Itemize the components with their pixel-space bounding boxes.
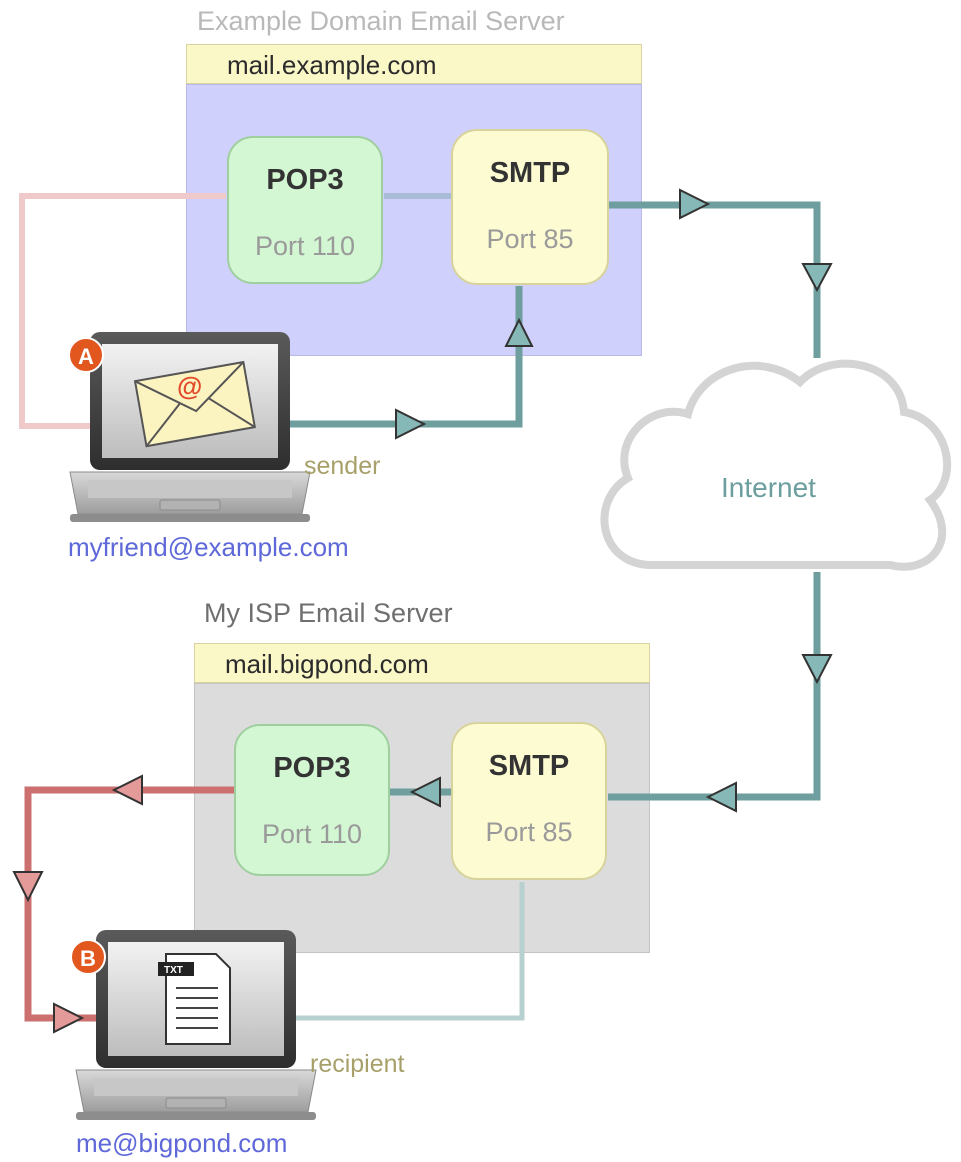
internet-label: Internet (721, 472, 816, 503)
sender-role-label: sender (304, 452, 381, 480)
smtp-recipient-pale-line (296, 882, 525, 1021)
envelope-icon (133, 360, 256, 448)
recipient-pop3-port: Port 110 (261, 819, 363, 849)
arrow-right-icon (395, 408, 427, 440)
sender-pop3-line (19, 193, 226, 429)
sender-pop3-label: POP3 (266, 164, 344, 196)
arrow-down-icon (12, 871, 44, 903)
recipient-pop3-label: POP3 (273, 752, 351, 784)
recipient-server-title: My ISP Email Server (204, 598, 453, 628)
recipient-role-label: recipient (310, 1050, 405, 1078)
arrow-left-icon (705, 781, 737, 813)
sender-server-title: Example Domain Email Server (197, 6, 565, 36)
sender-badge-icon: A (68, 337, 104, 373)
recipient-smtp-port: Port 85 (485, 817, 573, 847)
recipient-server-host: mail.bigpond.com (194, 643, 650, 683)
cloud-icon (600, 359, 951, 571)
document-icon (158, 953, 231, 1045)
recipient-badge-icon: B (70, 939, 106, 975)
sender-smtp-box: SMTP Port 85 (451, 129, 609, 285)
recipient-badge-letter: B (80, 946, 96, 971)
smtp-to-internet-line (608, 201, 821, 358)
sender-to-smtp-line (288, 286, 523, 428)
sender-smtp-port: Port 85 (486, 224, 574, 254)
arrow-right-icon (679, 188, 711, 220)
recipient-smtp-box: SMTP Port 85 (451, 722, 607, 880)
recipient-laptop-icon: TXT (75, 930, 317, 1120)
recipient-email: me@bigpond.com (76, 1128, 288, 1158)
sender-email: myfriend@example.com (68, 532, 349, 562)
arrow-left-icon (111, 774, 143, 806)
internet-to-smtp-line (608, 572, 821, 801)
arrow-left-icon (409, 776, 441, 808)
arrow-down-icon (801, 654, 833, 685)
sender-server-host: mail.example.com (186, 44, 642, 84)
sender-smtp-label: SMTP (489, 157, 571, 189)
arrow-right-icon (53, 1002, 85, 1034)
arrow-down-icon (801, 263, 833, 293)
recipient-smtp-label: SMTP (488, 750, 570, 782)
sender-laptop-icon: @ (69, 332, 311, 522)
recipient-pop3-box: POP3 Port 110 (234, 724, 390, 876)
sender-pop3-box: POP3 Port 110 (227, 136, 383, 284)
sender-badge-letter: A (78, 344, 94, 369)
sender-pop3-port: Port 110 (254, 231, 356, 261)
arrow-up-icon (504, 317, 534, 347)
at-sign-icon: @ (177, 371, 202, 401)
doc-tag: TXT (164, 965, 183, 976)
